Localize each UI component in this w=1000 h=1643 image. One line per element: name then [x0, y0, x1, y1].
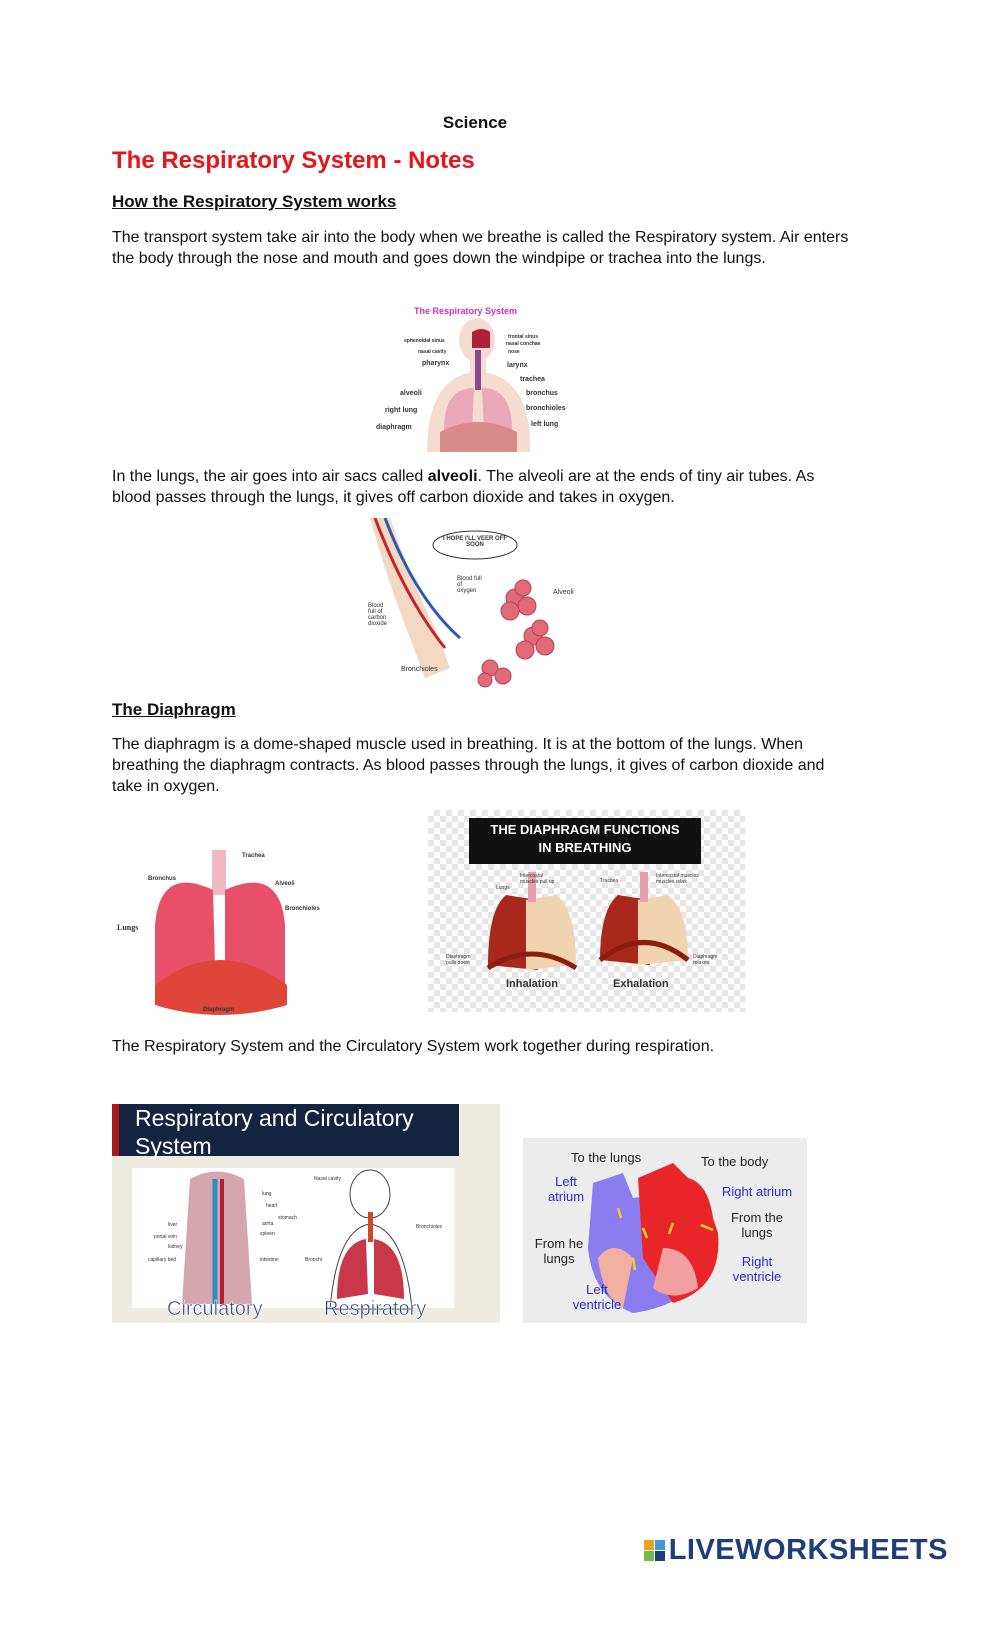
label-inhalation: Inhalation [506, 978, 558, 990]
figure-title: Respiratory and Circulatory System [135, 1105, 414, 1159]
label-spleen: spleen [260, 1231, 275, 1237]
label-diaphragm-relaxes: Diaphragm relaxes [693, 954, 718, 966]
label-intestine: intestine [260, 1257, 279, 1263]
label-lungs: Lungs [117, 923, 139, 932]
lungs-illustration [155, 850, 287, 1015]
label-diaphragm: diaphragm [376, 424, 412, 431]
label-nasal-cavity: nasal cavity [418, 349, 447, 355]
label-nose: nose [508, 349, 520, 355]
heart-figure: To the lungs To the body Left atrium Rig… [523, 1138, 807, 1323]
label-to-the-lungs: To the lungs [571, 1150, 642, 1165]
speech-bubble-text: I HOPE I'LL VEER OFF SOON [443, 536, 507, 548]
label-right-atrium: Right atrium [722, 1184, 793, 1199]
label-blood-oxygen: Blood full of oxygen [457, 576, 482, 594]
text: . The alveoli are at the ends of tiny ai… [112, 468, 815, 506]
label-larynx: larynx [507, 362, 528, 369]
label-bronchioles: bronchioles [526, 405, 566, 412]
torso-illustration [427, 318, 531, 452]
watermark-text: LIVEWORKSHEETS [668, 1534, 948, 1566]
paragraph-closing: The Respiratory System and the Circulato… [112, 1038, 715, 1055]
label-bronchioles: Bronchioles [285, 906, 320, 912]
label-frontal-sinus: frontal sinus [508, 334, 539, 340]
figure-title-line1: THE DIAPHRAGM FUNCTIONS [490, 822, 680, 837]
respiratory-system-figure: The Respiratory System sphenoidal sinus … [372, 300, 586, 452]
label-kidney: kidney [168, 1244, 183, 1250]
label-bronchioles: Bronchioles [401, 666, 438, 673]
label-nasal-cavity: Nasal cavity [314, 1176, 341, 1182]
text: In the lungs, the air goes into air sacs… [112, 468, 428, 485]
label-bronchi: Bronchi [305, 1257, 322, 1263]
label-blood-co2: Blood full of carbon dioxide [368, 603, 388, 627]
label-to-the-body: To the body [701, 1154, 769, 1169]
label-left-lung: left lung [531, 421, 559, 428]
label-from-the-lungs-left: From he lungs [534, 1236, 584, 1266]
subject-label: Science [442, 113, 508, 132]
label-alveoli: Alveoli [275, 881, 295, 887]
title-banner: Respiratory and Circulatory System [112, 1104, 459, 1159]
label-diaphragm: Diaphragm [203, 1007, 235, 1013]
label-sphenoidal-sinus: sphenoidal sinus [404, 338, 445, 344]
label-trachea: Trachea [600, 878, 619, 884]
label-nasal-conchae: nasal conchae [506, 341, 541, 347]
logo-mark-icon [643, 1540, 665, 1561]
label-intercostal-pull: Intercostal muscles pull up [520, 873, 555, 885]
label-bronchioles: Bronchioles [416, 1224, 443, 1230]
bold-term-alveoli: alveoli [427, 468, 478, 485]
label-left-atrium: Left atrium [547, 1174, 585, 1204]
lungs-figure: Trachea Bronchus Alveoli Bronchioles Lun… [115, 845, 327, 1020]
liveworksheets-logo: LIVEWORKSHEETS [643, 1534, 948, 1567]
label-lung: lung [262, 1191, 272, 1197]
label-intercostal-relax: Intercostal muscles muscles relax [656, 873, 699, 885]
label-aorta: aorta [262, 1221, 274, 1227]
label-pharynx: pharynx [422, 360, 450, 367]
page-title: The Respiratory System - Notes [112, 147, 475, 174]
alveoli-figure: I HOPE I'LL VEER OFF SOON Blood full of … [365, 518, 580, 688]
figure-title-banner: THE DIAPHRAGM FUNCTIONS IN BREATHING [469, 818, 701, 864]
label-heart: heart [266, 1203, 278, 1209]
heart-illustration [588, 1163, 719, 1313]
label-right-ventricle: Right ventricle [732, 1254, 782, 1284]
label-left-ventricle: Left ventricle [572, 1282, 622, 1312]
section-heading-diaphragm: The Diaphragm [112, 700, 236, 719]
paragraph-diaphragm: The diaphragm is a dome-shaped muscle us… [112, 736, 825, 795]
bronchiole-illustration [370, 518, 555, 688]
label-lungs: Lungs [496, 885, 510, 891]
label-bronchus: Bronchus [148, 876, 177, 882]
label-liver: liver [168, 1222, 178, 1228]
label-from-the-lungs-right: From the lungs [730, 1210, 783, 1240]
figure-title: The Respiratory System [414, 306, 518, 316]
section-heading-how-it-works: How the Respiratory System works [112, 192, 397, 211]
paragraph-intro: The transport system take air into the b… [112, 229, 849, 267]
diaphragm-functions-figure: THE DIAPHRAGM FUNCTIONS IN BREATHING Int… [428, 810, 745, 1012]
label-trachea: Trachea [242, 853, 265, 859]
label-respiratory: Respiratory [324, 1298, 427, 1321]
ribcage-illustrations [486, 872, 690, 971]
respiratory-circulatory-figure: Respiratory and Circulatory System lung … [112, 1104, 500, 1323]
body-illustrations [182, 1169, 413, 1310]
label-alveoli: alveoli [400, 390, 422, 397]
label-portal-vein: portal vein [154, 1234, 178, 1240]
figure-title-line2: IN BREATHING [538, 840, 632, 855]
label-stomach: stomach [278, 1215, 297, 1221]
label-trachea: trachea [520, 376, 545, 383]
label-right-lung: right lung [385, 407, 418, 414]
label-bronchus: bronchus [526, 390, 558, 397]
label-capillary-bed: capillary bed [148, 1257, 177, 1263]
label-exhalation: Exhalation [613, 978, 669, 990]
label-alveoli: Alveoli [553, 589, 574, 596]
label-circulatory: Circulatory [167, 1298, 263, 1321]
label-diaphragm-pulls: Diaphragm pulls down [446, 954, 471, 966]
paragraph-alveoli: In the lungs, the air goes into air sacs… [112, 466, 852, 508]
